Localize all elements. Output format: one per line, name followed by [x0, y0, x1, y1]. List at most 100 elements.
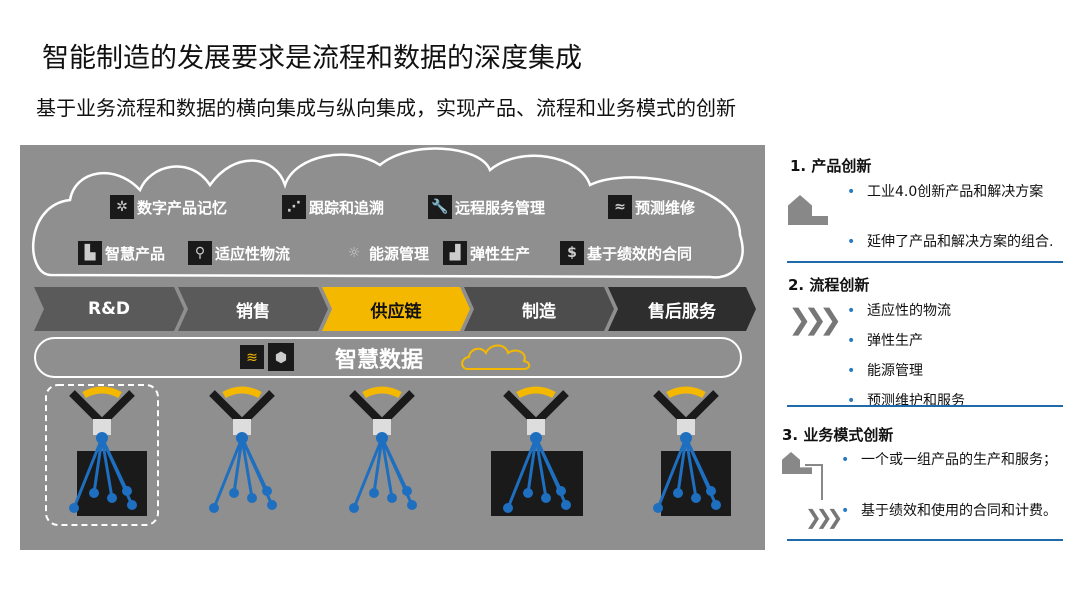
map-track-icon: ⋰	[282, 195, 306, 219]
link-line	[526, 437, 538, 494]
cloud-item-flexible-production: ▟弹性生产	[443, 241, 530, 265]
cloud-item-label: 基于绩效的合同	[587, 244, 693, 263]
link-node	[673, 488, 683, 498]
bullet-item: 适应性的物流	[847, 303, 1067, 320]
link-node	[369, 488, 379, 498]
cloud-item-label: 适应性物流	[215, 244, 291, 263]
divider	[787, 539, 1063, 541]
bullet-item: 一个或一组产品的生产和服务；	[841, 452, 1061, 469]
robot-arm-icon	[349, 390, 415, 429]
factory-icon: ▟	[443, 241, 467, 265]
link-node	[523, 488, 533, 498]
link-node	[387, 493, 397, 503]
robot-head	[233, 419, 251, 435]
link-line	[380, 437, 414, 506]
chart-icon: ≋	[240, 345, 264, 369]
link-line	[240, 437, 254, 499]
link-node	[127, 500, 137, 510]
robot-head	[93, 419, 111, 435]
bullet-item: 预测维护和服务	[847, 393, 1067, 410]
cloud-icon	[461, 344, 531, 370]
chevrons-icon: ❯❯❯	[788, 304, 842, 335]
link-line	[676, 437, 688, 494]
cloud-item-label: 能源管理	[369, 244, 430, 263]
link-node	[107, 493, 117, 503]
section-heading-product: 1. 产品创新	[790, 157, 872, 175]
link-line	[240, 437, 274, 506]
bullet-item: 工业4.0创新产品和解决方案	[847, 184, 1067, 201]
link-node	[653, 503, 663, 513]
link-node	[503, 503, 513, 513]
link-line	[372, 437, 384, 494]
industry-diagram: ✲数字产品记忆 ⋰跟踪和追溯 🔧远程服务管理 ≈预测维修 ▙智慧产品 ⚲适应性物…	[20, 145, 765, 550]
cube-icon: ⬢	[268, 343, 294, 371]
divider	[787, 405, 1063, 407]
cloud-item-tracking: ⋰跟踪和追溯	[282, 195, 384, 219]
lightbulb-icon: ☼	[347, 245, 361, 261]
cloud-item-smart-product: ▙智慧产品	[78, 241, 165, 265]
cloud-item-label: 远程服务管理	[455, 198, 546, 217]
bullet-item: 弹性生产	[847, 333, 1067, 350]
link-node	[229, 488, 239, 498]
arrow-down-icon	[805, 464, 823, 500]
link-line	[232, 437, 244, 494]
link-node	[407, 500, 417, 510]
smart-data-label: 智慧数据	[335, 348, 424, 373]
link-node	[711, 500, 721, 510]
cloud-item-digital-memory: ✲数字产品记忆	[110, 195, 227, 219]
robot-head	[373, 419, 391, 435]
cloud-item-logistics: ⚲适应性物流	[188, 241, 290, 265]
chain-manufacturing[interactable]: 制造	[464, 287, 614, 331]
robot-head	[677, 419, 695, 435]
cloud-item-label: 弹性生产	[470, 244, 531, 263]
section-heading-business: 3. 业务模式创新	[782, 426, 894, 444]
link-line	[100, 437, 114, 499]
cloud-item-energy: ☼ 能源管理	[342, 241, 429, 265]
link-hub	[376, 432, 388, 444]
link-line	[92, 437, 104, 494]
robot-head	[527, 419, 545, 435]
network-icon: ✲	[110, 195, 134, 219]
clock-dollar-icon: $	[560, 241, 584, 265]
link-hub	[680, 432, 692, 444]
link-line	[380, 437, 394, 499]
robot-arm-accent	[222, 386, 262, 399]
link-line	[684, 437, 698, 499]
link-line	[534, 437, 568, 506]
smart-product-icon	[788, 195, 828, 225]
robot-arm-icon	[209, 390, 275, 429]
link-hub	[236, 432, 248, 444]
link-hub	[96, 432, 108, 444]
robot-arm-icon	[653, 390, 719, 429]
chain-after-sales[interactable]: 售后服务	[608, 287, 756, 331]
link-line	[100, 437, 134, 506]
robot-arm-accent	[516, 386, 556, 399]
robot-arm-accent	[362, 386, 402, 399]
cloud-item-label: 数字产品记忆	[137, 198, 228, 217]
link-hub	[530, 432, 542, 444]
link-node	[691, 493, 701, 503]
slide-title: 智能制造的发展要求是流程和数据的深度集成	[42, 43, 582, 74]
smart-product-icon: ▙	[78, 241, 102, 265]
link-line	[352, 437, 384, 509]
logistics-icon: ⚲	[188, 241, 212, 265]
slide-subtitle: 基于业务流程和数据的横向集成与纵向集成，实现产品、流程和业务模式的创新	[36, 96, 736, 120]
link-node	[349, 503, 359, 513]
cloud-item-label: 智慧产品	[105, 244, 166, 263]
bullet-item: 基于绩效和使用的合同和计费。	[841, 503, 1061, 520]
link-line	[212, 437, 244, 509]
chain-sales[interactable]: 销售	[178, 287, 328, 331]
link-node	[209, 503, 219, 513]
link-node	[267, 500, 277, 510]
robot-arm-accent	[82, 386, 122, 399]
cloud-outline	[31, 147, 744, 279]
robot-arm-icon	[69, 390, 135, 429]
chain-rd[interactable]: R&D	[34, 287, 184, 331]
cloud-item-label: 跟踪和追溯	[309, 198, 385, 217]
chevrons-icon: ❯❯❯	[805, 507, 843, 529]
link-node	[561, 500, 571, 510]
link-line	[656, 437, 688, 509]
link-line	[72, 437, 104, 509]
chain-supply[interactable]: 供应链	[322, 287, 470, 331]
bullet-item: 延伸了产品和解决方案的组合.	[847, 234, 1067, 251]
